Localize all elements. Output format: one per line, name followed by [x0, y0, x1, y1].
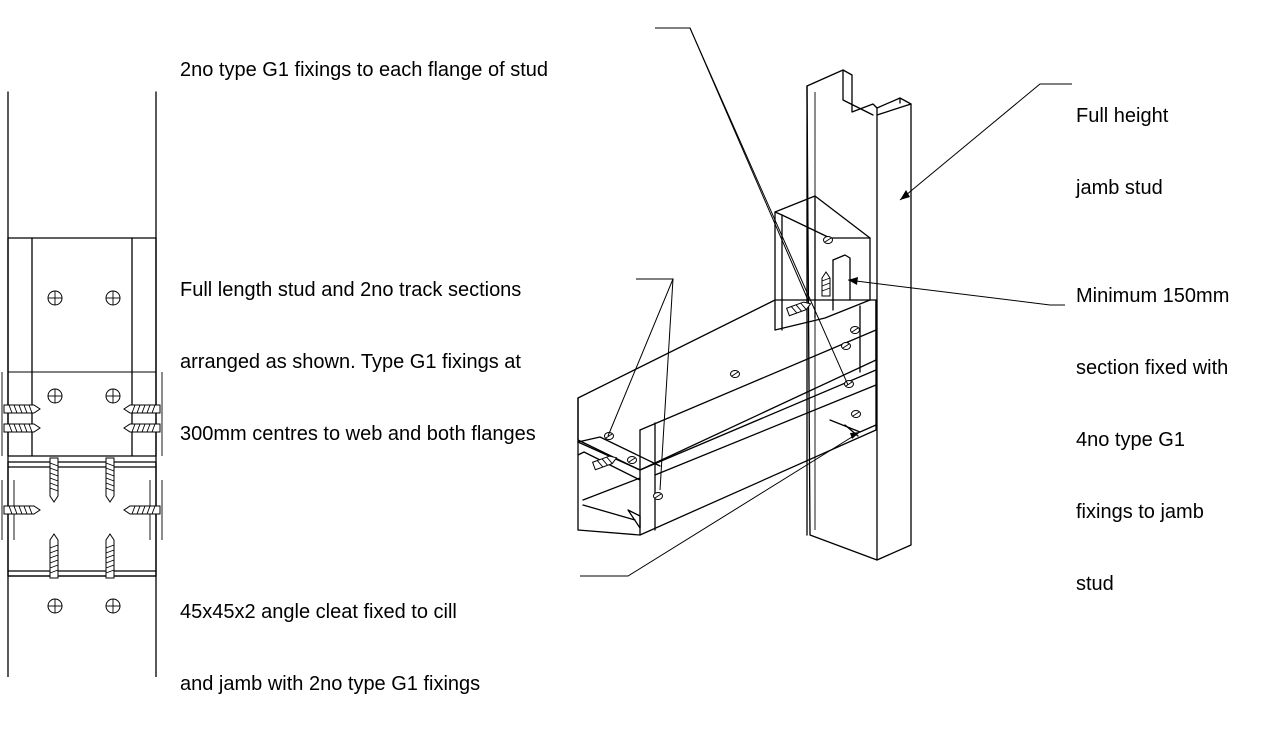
fixing-icon [47, 598, 63, 614]
fixing-icon [841, 342, 851, 350]
note-fixings-each-flange: 2no type G1 fixings to each flange of st… [180, 59, 549, 81]
screw-icon [785, 301, 812, 317]
screw-icon [591, 455, 618, 471]
drawing-canvas [1, 27, 1072, 677]
leader-arrowheads [848, 190, 910, 439]
note-minimum-150mm-section: Minimum 150mm section fixed with 4no typ… [1076, 285, 1230, 595]
fixing-icon [47, 388, 63, 404]
stud-elevation-view [1, 91, 163, 677]
fixing-icon [823, 236, 833, 244]
fixing-icon [105, 598, 121, 614]
note-full-height-jamb-stud: Full height jamb stud [1076, 105, 1169, 199]
fixing-icon [653, 492, 663, 500]
screw-icon [3, 505, 41, 515]
leader-lines [580, 27, 1072, 577]
note-full-length-stud: Full length stud and 2no track sections … [180, 279, 536, 445]
fixing-icon [851, 410, 861, 418]
detail-drawing: 2no type G1 fixings to each flange of st… [1, 27, 1230, 695]
fixing-icon [730, 370, 740, 378]
note-angle-cleat: 45x45x2 angle cleat fixed to cill and ja… [180, 601, 481, 695]
fixing-icon [105, 388, 121, 404]
fixing-icon [47, 290, 63, 306]
screw-icon [3, 423, 41, 433]
isometric-view [577, 69, 912, 561]
screw-icon [123, 423, 161, 433]
screw-icon [105, 533, 115, 579]
screw-icon [49, 533, 59, 579]
screw-icon [49, 457, 59, 503]
screw-icon [3, 404, 41, 414]
screw-icon [123, 505, 161, 515]
fixing-icon [844, 380, 854, 388]
fixing-icon [627, 456, 637, 464]
screw-icon [123, 404, 161, 414]
fixing-icon [850, 326, 860, 334]
screw-icon [821, 271, 831, 297]
fixing-icon [105, 290, 121, 306]
screw-icon [105, 457, 115, 503]
fixing-icon [604, 432, 614, 440]
